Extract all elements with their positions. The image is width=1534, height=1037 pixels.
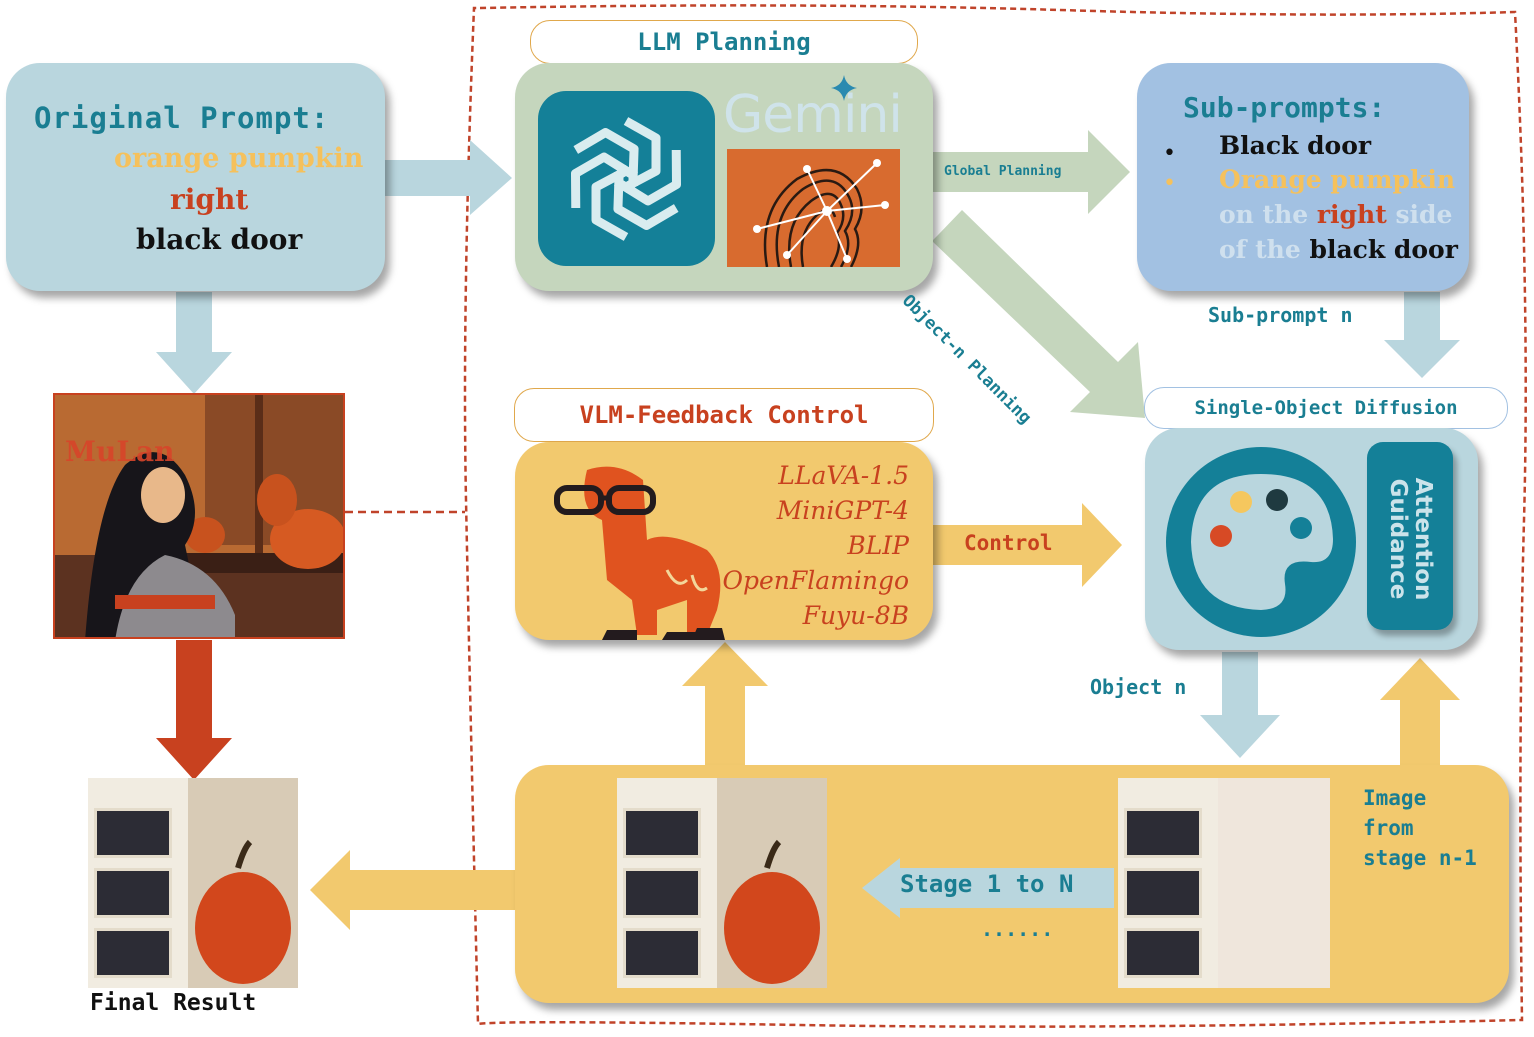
sub-prompt-black-door-2: black door <box>1309 235 1458 264</box>
image-from-stage-label: Image from stage n-1 <box>1363 783 1477 873</box>
ellipsis-label: ...... <box>981 917 1054 941</box>
sub-prompt-black-door: Black door <box>1219 131 1372 160</box>
model-minigpt4: MiniGPT-4 <box>776 496 909 525</box>
stage-n-drawer-3 <box>623 928 701 978</box>
sub-prompt-line3: on the right side <box>1219 200 1452 229</box>
arrow-stage-to-vlm <box>682 642 768 765</box>
attention-guidance-badge: Attention Guidance <box>1367 442 1453 630</box>
final-door-panel <box>88 778 188 988</box>
model-llava: LLaVA-1.5 <box>778 461 909 490</box>
stage-1-to-n-label: Stage 1 to N <box>900 870 1074 898</box>
prompt-right: right <box>170 183 249 216</box>
sub-prompts-title: Sub-prompts: <box>1183 91 1386 124</box>
attention-label: Attention <box>1410 477 1436 601</box>
prev-wall <box>1218 778 1330 988</box>
prev-door-panel <box>1118 778 1218 988</box>
sub-prompt-on-the: on the <box>1219 200 1317 229</box>
sub-prompt-n-label: Sub-prompt n <box>1208 303 1353 327</box>
model-openflamingo: OpenFlamingo <box>722 566 910 595</box>
vlm-model-list: LLaVA-1.5 MiniGPT-4 BLIP OpenFlamingo Fu… <box>723 458 910 633</box>
stage-n-image <box>617 778 827 988</box>
final-drawer-2 <box>94 868 172 918</box>
arrow-prompt-to-llm <box>385 140 512 215</box>
arrow-image-from-stage <box>1380 658 1460 765</box>
stage-n-pumpkin <box>724 839 820 984</box>
sub-prompt-right: right <box>1316 200 1387 229</box>
model-fuyu: Fuyu-8B <box>802 601 909 630</box>
single-object-diffusion-label: Single-Object Diffusion <box>1144 387 1508 429</box>
sub-prompt-orange-pumpkin: Orange pumpkin <box>1219 165 1455 194</box>
ai-head-network-icon <box>727 149 900 268</box>
final-result-image <box>88 778 298 988</box>
global-planning-label: Global Planning <box>944 164 1062 179</box>
image-from-stage-line2: from <box>1363 816 1414 840</box>
mulan-image: MuLan <box>53 393 345 639</box>
control-label: Control <box>964 531 1053 555</box>
original-prompt-title: Original Prompt: <box>34 101 330 135</box>
stage-n-door-panel <box>617 778 717 988</box>
gemini-logo: Gemini <box>723 85 903 145</box>
model-blip: BLIP <box>847 531 909 560</box>
prev-drawer-3 <box>1124 928 1202 978</box>
final-result-label: Final Result <box>90 990 257 1016</box>
prompt-orange-pumpkin: orange pumpkin <box>114 143 364 174</box>
vlm-feedback-label: VLM-Feedback Control <box>514 388 934 442</box>
palette-icon <box>1166 447 1356 637</box>
guidance-label: Guidance <box>1385 478 1411 600</box>
prompt-black-door: black door <box>136 223 303 256</box>
sub-prompt-side: side <box>1386 200 1453 229</box>
stage-arrow <box>862 858 1114 918</box>
final-drawer-3 <box>94 928 172 978</box>
llm-planning-label: LLM Planning <box>530 20 918 64</box>
bullet-1-icon: • <box>1163 141 1176 166</box>
arrow-global-planning <box>932 130 1130 214</box>
original-prompt-box: Original Prompt: orange pumpkin right bl… <box>6 63 385 291</box>
llama-mascot-icon <box>554 466 725 640</box>
vlm-feedback-box: LLaVA-1.5 MiniGPT-4 BLIP OpenFlamingo Fu… <box>515 442 933 640</box>
stage-n-drawer-1 <box>623 808 701 858</box>
gemini-spark-icon <box>831 75 857 101</box>
openai-logo-icon <box>538 91 715 266</box>
object-n-label: Object n <box>1090 675 1187 699</box>
arrow-mulan-to-final <box>156 640 232 780</box>
image-from-stage-line1: Image <box>1363 786 1427 810</box>
sub-prompt-line4: of the black door <box>1219 235 1458 264</box>
prev-drawer-2 <box>1124 868 1202 918</box>
mulan-watermark: MuLan <box>65 435 175 468</box>
final-drawer-1 <box>94 808 172 858</box>
arrow-prompt-to-mulan <box>156 292 232 394</box>
llm-planning-box: Gemini <box>515 63 933 291</box>
bullet-2-icon: • <box>1163 171 1176 196</box>
arrow-object-n <box>1200 652 1280 758</box>
single-object-diffusion-box: Attention Guidance <box>1145 428 1478 650</box>
arrow-sub-prompt-n <box>1384 292 1460 378</box>
stage-n-minus-1-image <box>1118 778 1330 988</box>
final-pumpkin <box>195 839 291 984</box>
arrow-object-n-planning <box>932 210 1145 418</box>
attention-guidance-text: Attention Guidance <box>1385 444 1436 634</box>
stage-n-drawer-2 <box>623 868 701 918</box>
prev-drawer-1 <box>1124 808 1202 858</box>
sub-prompt-of-the: of the <box>1219 235 1310 264</box>
image-from-stage-line3: stage n-1 <box>1363 846 1477 870</box>
arrow-to-final <box>310 850 515 930</box>
arrow-control <box>932 503 1122 587</box>
sub-prompts-box: Sub-prompts: • Black door • Orange pumpk… <box>1137 63 1469 291</box>
